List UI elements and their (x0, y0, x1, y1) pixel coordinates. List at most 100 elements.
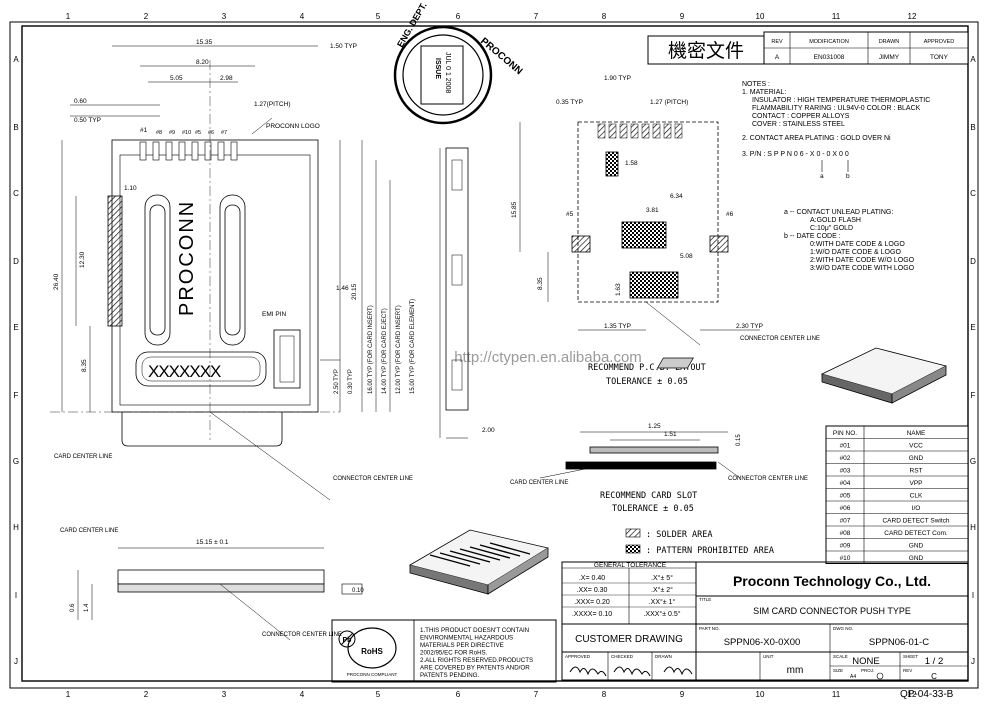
grid-col-top: 4 (300, 12, 305, 21)
dim-d38: 0.15 (736, 434, 742, 446)
prohibited-area-swatch (625, 544, 641, 554)
dim-d21: 0.6 (70, 603, 76, 612)
customer-drawing: CUSTOMER DRAWING (575, 634, 683, 645)
iso-contact (469, 546, 511, 559)
note-line: COVER : STAINLESS STEEL (752, 121, 845, 128)
dim-d34: 2.30 TYP (736, 323, 763, 330)
dim-d29: 3.81 (646, 207, 659, 214)
grid-row-right: A (970, 55, 976, 64)
pin-no: #10 (840, 555, 851, 562)
dim-d14: 0.30 TYP (348, 369, 354, 394)
grid-row-left: D (13, 257, 19, 266)
rev-header: APPROVED (924, 39, 955, 45)
contact-finger (230, 141, 238, 161)
tolerance-angular: .XX°± 1° (649, 598, 676, 606)
grid-col-bottom: 4 (300, 690, 305, 699)
front-view (77, 547, 363, 641)
card-center-label: CARD CENTER LINE (54, 454, 112, 460)
grid-col-top: 5 (376, 12, 381, 21)
grid-col-bottom: 12 (908, 690, 917, 699)
dim-d37: 1.51 (664, 431, 677, 438)
grid-row-left: E (13, 323, 18, 332)
rev-cell: TONY (930, 54, 949, 61)
projection-symbol-icon (876, 672, 884, 680)
pin-name: CARD DETECT Switch (882, 518, 949, 525)
contact-finger (139, 141, 147, 161)
dwg-no-label: DWG NO. (833, 626, 853, 631)
brand-on-part: PROCONN (176, 200, 198, 316)
grid-col-bottom: 3 (222, 690, 227, 699)
pin-no: #04 (840, 480, 851, 487)
dim-d2: 8.20 (196, 59, 209, 66)
solder-pad (619, 123, 628, 139)
solder-pad (674, 123, 683, 139)
watermark-url: http://ctypen.en.alibaba.com (454, 349, 642, 366)
contact-finger (217, 141, 225, 161)
title-block (561, 561, 969, 681)
pin-no: #01 (840, 443, 851, 450)
disclaimer-line: 2002/95/EC FOR RoHS. (420, 650, 488, 657)
rev-header: MODIFICATION (809, 39, 849, 45)
dim-d13: 2.50 TYP (334, 369, 340, 394)
dim-d28: 1.58 (625, 160, 638, 167)
finger-pin-label: #7 (221, 130, 227, 136)
grid-col-bottom: 5 (376, 690, 381, 699)
grid-row-right: J (971, 657, 975, 666)
pin-name: VPP (909, 480, 922, 487)
disclaimer-line: PATENTS PENDING. (420, 672, 480, 679)
dim-d9: 12.30 (79, 251, 86, 268)
grid-row-right: D (970, 257, 976, 266)
pb-strike (340, 632, 354, 646)
grid-col-top: 11 (832, 12, 841, 21)
rev-cell: JIMMY (879, 54, 900, 61)
pin-no: #08 (840, 530, 851, 537)
form-no: QP-04-33-B (900, 689, 954, 700)
pin-name: GND (909, 555, 924, 562)
pcb-layout-title: RECOMMEND P.C.B. LAYOUT (588, 363, 706, 373)
pin1-label: #1 (140, 127, 148, 134)
rohs-box (331, 619, 557, 683)
grid-row-right: E (970, 323, 975, 332)
dim-d24: 1.27 (PITCH) (650, 99, 688, 106)
grid-row-right: H (970, 523, 976, 532)
note-line: FLAMMABILITY RARING : UL94V-0 COLOR : BL… (752, 105, 921, 112)
connector-center-label-slot: CONNECTOR CENTER LINE (728, 476, 808, 482)
iso-contact (489, 542, 531, 555)
disclaimer-line: ARE COVERED BY PATENTS AND/OR (420, 665, 530, 672)
dim-d33: 1.35 TYP (604, 323, 631, 330)
dim-d36: 1.25 (648, 423, 661, 430)
finger-pin-label: #6 (208, 130, 214, 136)
pcb-layout (519, 121, 760, 346)
finger-pin-label: #9 (169, 130, 175, 136)
drawing-no: SPPN06-01-C (869, 637, 929, 648)
plating-line: A:GOLD FLASH (810, 217, 861, 224)
grid-col-bottom: 7 (534, 690, 539, 699)
card-slot-tolerance: TOLERANCE ± 0.05 (612, 504, 694, 514)
confidential-label: 機密文件 (668, 40, 744, 62)
dim-d20: 0.10 (352, 588, 364, 594)
note-line: INSULATOR : HIGH TEMPERATURE THERMOPLAST… (752, 97, 930, 104)
dim-d6: 1.27(PITCH) (254, 101, 290, 108)
tolerance-angular: .X°± 2° (651, 586, 673, 594)
dim-d46: 16.00 TYP (FOR CARD INSERT) (368, 305, 374, 394)
grid-row-left: J (14, 657, 18, 666)
checked-label: CHECKED (611, 654, 634, 659)
legend-prohibited: : PATTERN PROHIBITED AREA (646, 546, 774, 556)
disclaimer-line: 1.THIS PRODUCT DOESN'T CONTAIN (420, 627, 529, 634)
checked-signature (613, 666, 651, 677)
notes-block: NOTES :1. MATERIAL:INSULATOR : HIGH TEMP… (742, 81, 930, 272)
note-line: 1. MATERIAL: (742, 89, 786, 96)
part-no: SPPN06-X0-0X00 (724, 637, 801, 648)
contact-finger (204, 141, 212, 161)
card-slot-title: RECOMMEND CARD SLOT (600, 491, 697, 501)
iso-contact (439, 552, 481, 565)
dim-d11: 8.35 (81, 359, 88, 372)
pin-no: #06 (840, 505, 851, 512)
grid-row-left: G (13, 457, 19, 466)
iso-contact (429, 554, 471, 567)
disclaimer-line: 2.ALL RIGHTS RESERVED.PRODUCTS (420, 657, 533, 664)
plating-line: 2:WITH DATE CODE W/O LOGO (810, 257, 915, 264)
grid-col-top: 6 (456, 12, 461, 21)
